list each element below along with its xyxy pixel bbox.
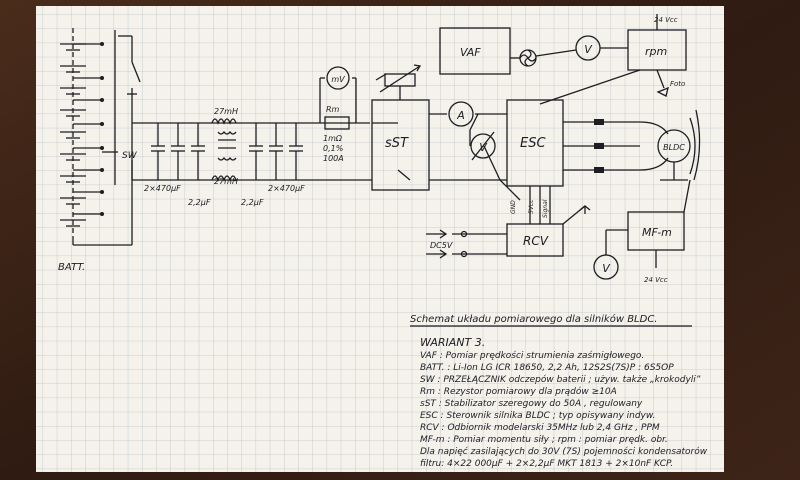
- capacitor-bank-2: [249, 123, 303, 180]
- legend-line: MF-m : Pomiar momentu siły ; rpm : pomia…: [420, 435, 668, 445]
- voltmeter-bus: V: [470, 131, 496, 161]
- legend-line: SW : PRZEŁĄCZNIK odczepów baterii ; używ…: [420, 374, 701, 385]
- legend-line: VAF : Pomiar prędkości strumienia zaśmig…: [420, 350, 644, 361]
- svg-text:mV: mV: [331, 75, 345, 84]
- gnd-label: GND: [510, 200, 517, 214]
- millivoltmeter: mV: [326, 66, 350, 90]
- cap-label-2: 2,2μF: [188, 198, 211, 207]
- rpm-box: [539, 14, 687, 105]
- foto-label: Foto: [670, 80, 685, 88]
- voltmeter-vaf-label: V: [584, 43, 593, 56]
- fan-icon: [510, 49, 537, 67]
- legend-line: Rm : Rezystor pomiarowy dla prądów ≥10A: [420, 386, 617, 397]
- inductor-label-1: 27mH: [214, 107, 238, 116]
- rm-value-1: 1mΩ: [323, 134, 343, 143]
- switch-sw: [102, 30, 141, 185]
- svg-text:A: A: [456, 109, 465, 122]
- sw-label: SW: [122, 151, 138, 161]
- legend-line: ESC : Sterownik silnika BLDC ; typ opisy…: [420, 411, 656, 421]
- legend-line: RCV : Odbiornik modelarski 35MHz lub 2,4…: [420, 423, 660, 433]
- sst-label: sST: [385, 136, 409, 151]
- signal-label: Signal: [542, 199, 549, 218]
- main-bus: [131, 122, 372, 181]
- esc-label: ESC: [520, 136, 546, 151]
- voltmeter-mfm: V: [593, 254, 619, 280]
- rcv-label: RCV: [523, 234, 549, 248]
- cap-label-1: 2×470μF: [144, 184, 181, 193]
- legend-line: BATT. : Li-Ion LG ICR 18650, 2,2 Ah, 12S…: [420, 363, 674, 373]
- voltmeter-vaf: [535, 35, 628, 61]
- legend-block: VAF : Pomiar prędkości strumienia zaśmig…: [420, 350, 708, 469]
- legend-line: sST : Stabilizator szeregowy do 50A , re…: [420, 399, 643, 409]
- cap-label-3: 2,2μF: [241, 198, 264, 207]
- dc5v-label: DC5V: [430, 241, 453, 250]
- vcc5-label: 5Vcc: [528, 199, 535, 214]
- legend-line: filtru: 4×22 000μF + 2×2,2μF MKT 1813 + …: [420, 459, 673, 469]
- diagram-title: Schemat układu pomiarowego dla silników …: [410, 313, 658, 325]
- vcc-top-label: 24 Vcc: [654, 16, 678, 24]
- bus-to-esc: [429, 113, 507, 181]
- rm-value-3: 100A: [323, 154, 344, 163]
- svg-text:BLDC: BLDC: [663, 143, 685, 152]
- dc5v-input: [426, 229, 468, 259]
- stabilizer-sst: [371, 64, 430, 191]
- mfm-box: [605, 179, 691, 268]
- svg-text:V: V: [479, 141, 488, 154]
- cap-label-4: 2×470μF: [268, 184, 305, 193]
- motor-connectors: [594, 119, 604, 173]
- rm-value-2: 0,1%: [323, 144, 343, 153]
- grid-pattern: [36, 6, 724, 472]
- vaf-label: VAF: [460, 46, 481, 59]
- ammeter: A: [448, 101, 474, 127]
- legend-heading: WARIANT 3.: [420, 336, 485, 349]
- mfm-label: MF-m: [642, 226, 672, 239]
- battery-stack: [60, 28, 133, 246]
- vaf-box: [439, 27, 511, 75]
- bldc-motor: BLDC: [639, 109, 701, 181]
- rm-label: Rm: [326, 105, 340, 114]
- vcc-bottom-label: 24 Vcc: [644, 276, 668, 284]
- legend-line: Dla napięć zasilających do 30V (7S) poje…: [420, 446, 708, 457]
- inductor-pair: [211, 118, 237, 182]
- inductor-label-2: 27mH: [214, 177, 238, 186]
- batt-label: BATT.: [58, 262, 85, 273]
- shunt-rm: [319, 77, 357, 130]
- svg-text:V: V: [602, 262, 611, 275]
- capacitor-bank-1: [151, 123, 205, 180]
- rpm-label: rpm: [645, 45, 667, 58]
